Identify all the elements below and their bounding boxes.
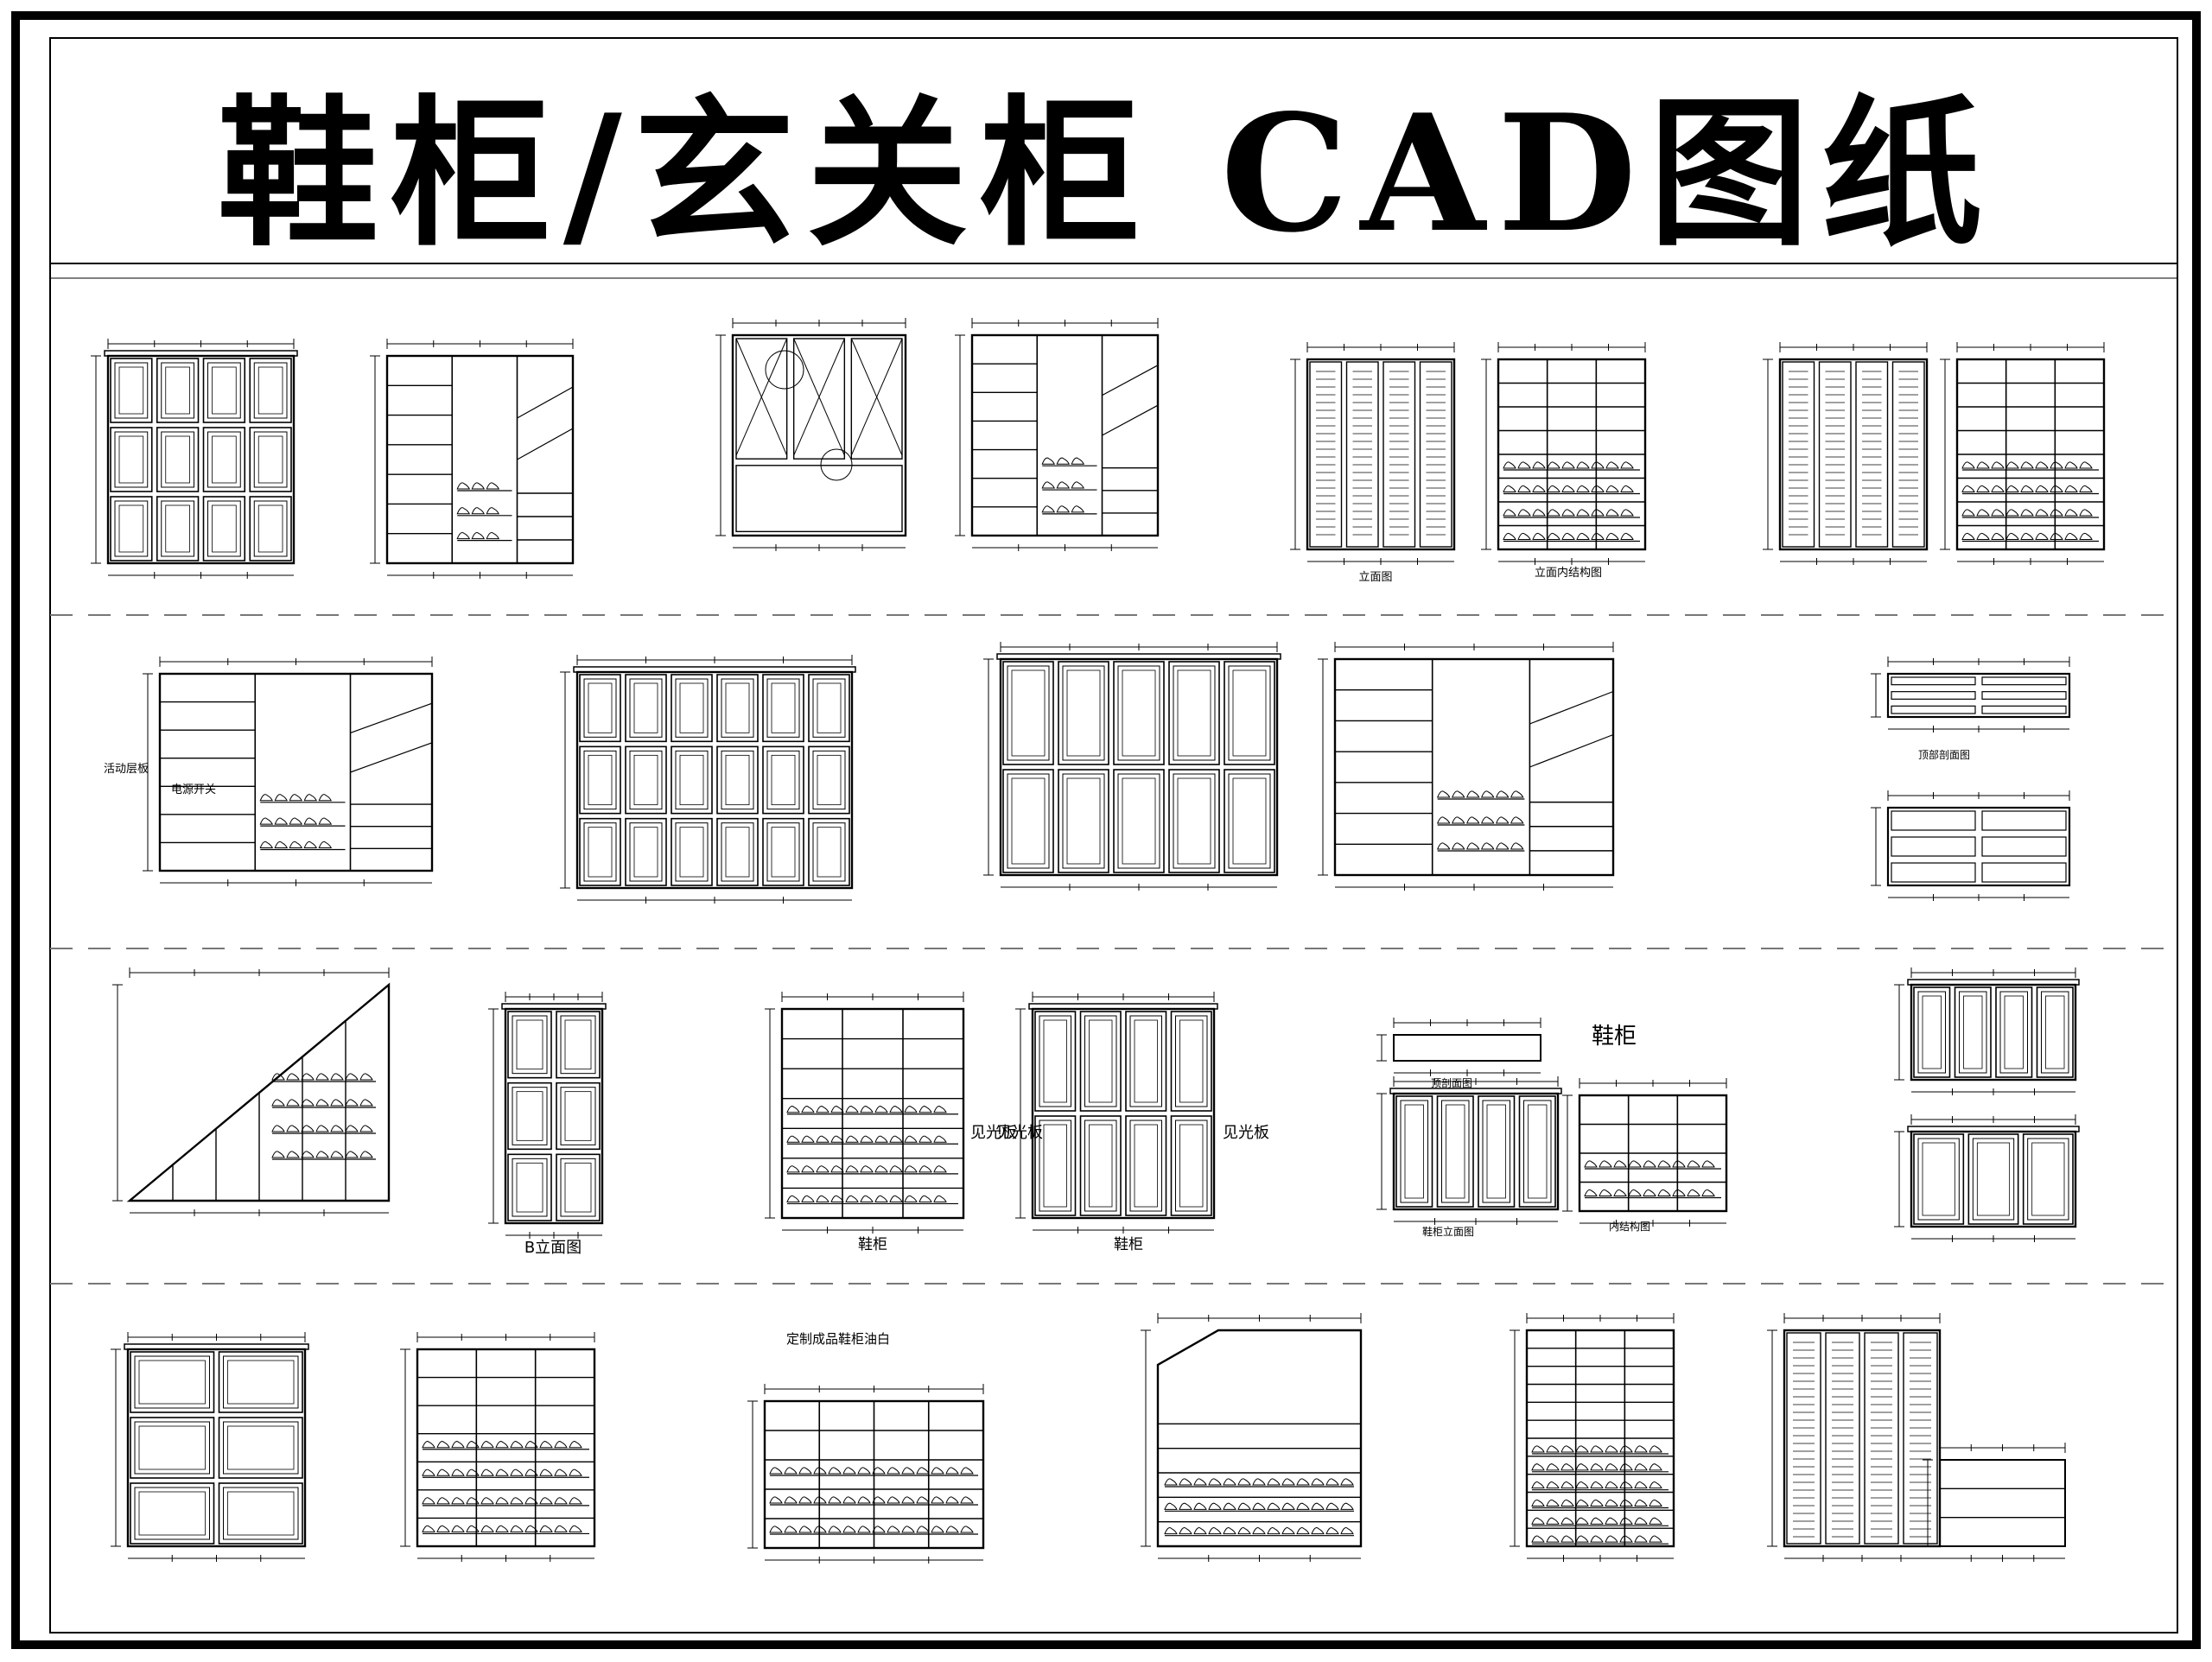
cab-r1-b [370,339,575,579]
cab-r4-g [1923,1443,2066,1562]
label-xiegui-left: 鞋柜 [858,1236,887,1253]
label-dingpou: 顶剖面图 [1431,1077,1472,1089]
row-separators [50,614,2177,1285]
outer-frame [11,11,2201,1649]
cab-r4-b [400,1332,596,1562]
cab-r2-d [1318,642,1615,891]
label-bpanel: B立面图 [524,1239,582,1257]
label-jianguang-3: 见光板 [1223,1124,1269,1142]
cab-r1-a [91,339,298,579]
cab-r3-b [488,992,607,1239]
cab-r3-d [1015,992,1218,1234]
cab-r3-a [112,967,391,1216]
cab-r1-f [1481,342,1647,565]
cab-r1-c [715,318,907,551]
label-xieguilimian: 鞋柜立面图 [1422,1225,1474,1238]
label-xiegui-big: 鞋柜 [1592,1024,1637,1050]
cab-r4-d [1141,1313,1363,1562]
label-xiegui-right: 鞋柜 [1114,1236,1143,1253]
label-jianguang-2: 见光板 [996,1124,1043,1142]
cab-r4-f [1767,1313,1942,1562]
cabinet-drawings [91,318,2106,1564]
cab-r1-d [955,318,1160,551]
label-jianguang-1: 见光板 [970,1124,1017,1142]
cab-r1-e [1290,342,1456,565]
cab-r4-c [747,1384,985,1564]
cab-r2-e [1871,657,2071,733]
cab-r3-e [1376,1018,1541,1076]
label-lihua: 立面图 [1358,571,1392,584]
label-dingbu: 顶部剖面图 [1918,748,1970,761]
cab-r3-g [1562,1078,1728,1227]
cab-r1-h [1940,342,2106,565]
cab-r2-a [143,657,434,886]
page-title: 鞋柜/玄关柜 CAD图纸 [217,79,1995,268]
label-neijiegoutu: 内结构图 [1609,1220,1650,1233]
label-neijiegou: 立面内结构图 [1535,566,1602,580]
cab-r2-f [1871,790,2071,901]
inner-frame [49,37,2178,1633]
cab-r3-f [1376,1076,1562,1225]
cab-r3-c [765,992,965,1234]
cab-r2-c [983,642,1281,891]
label-dianyuan: 电源开关 [171,783,216,796]
cab-r2-b [560,655,856,904]
cab-r4-e [1510,1313,1675,1562]
cab-r3-i [1894,1114,2080,1242]
cab-r3-h [1894,967,2080,1095]
cab-r4-a [111,1332,309,1562]
label-dingzhi: 定制成品鞋柜油白 [786,1331,890,1347]
label-huodongcengban: 活动层板 [104,763,149,776]
cab-r1-g [1763,342,1929,565]
